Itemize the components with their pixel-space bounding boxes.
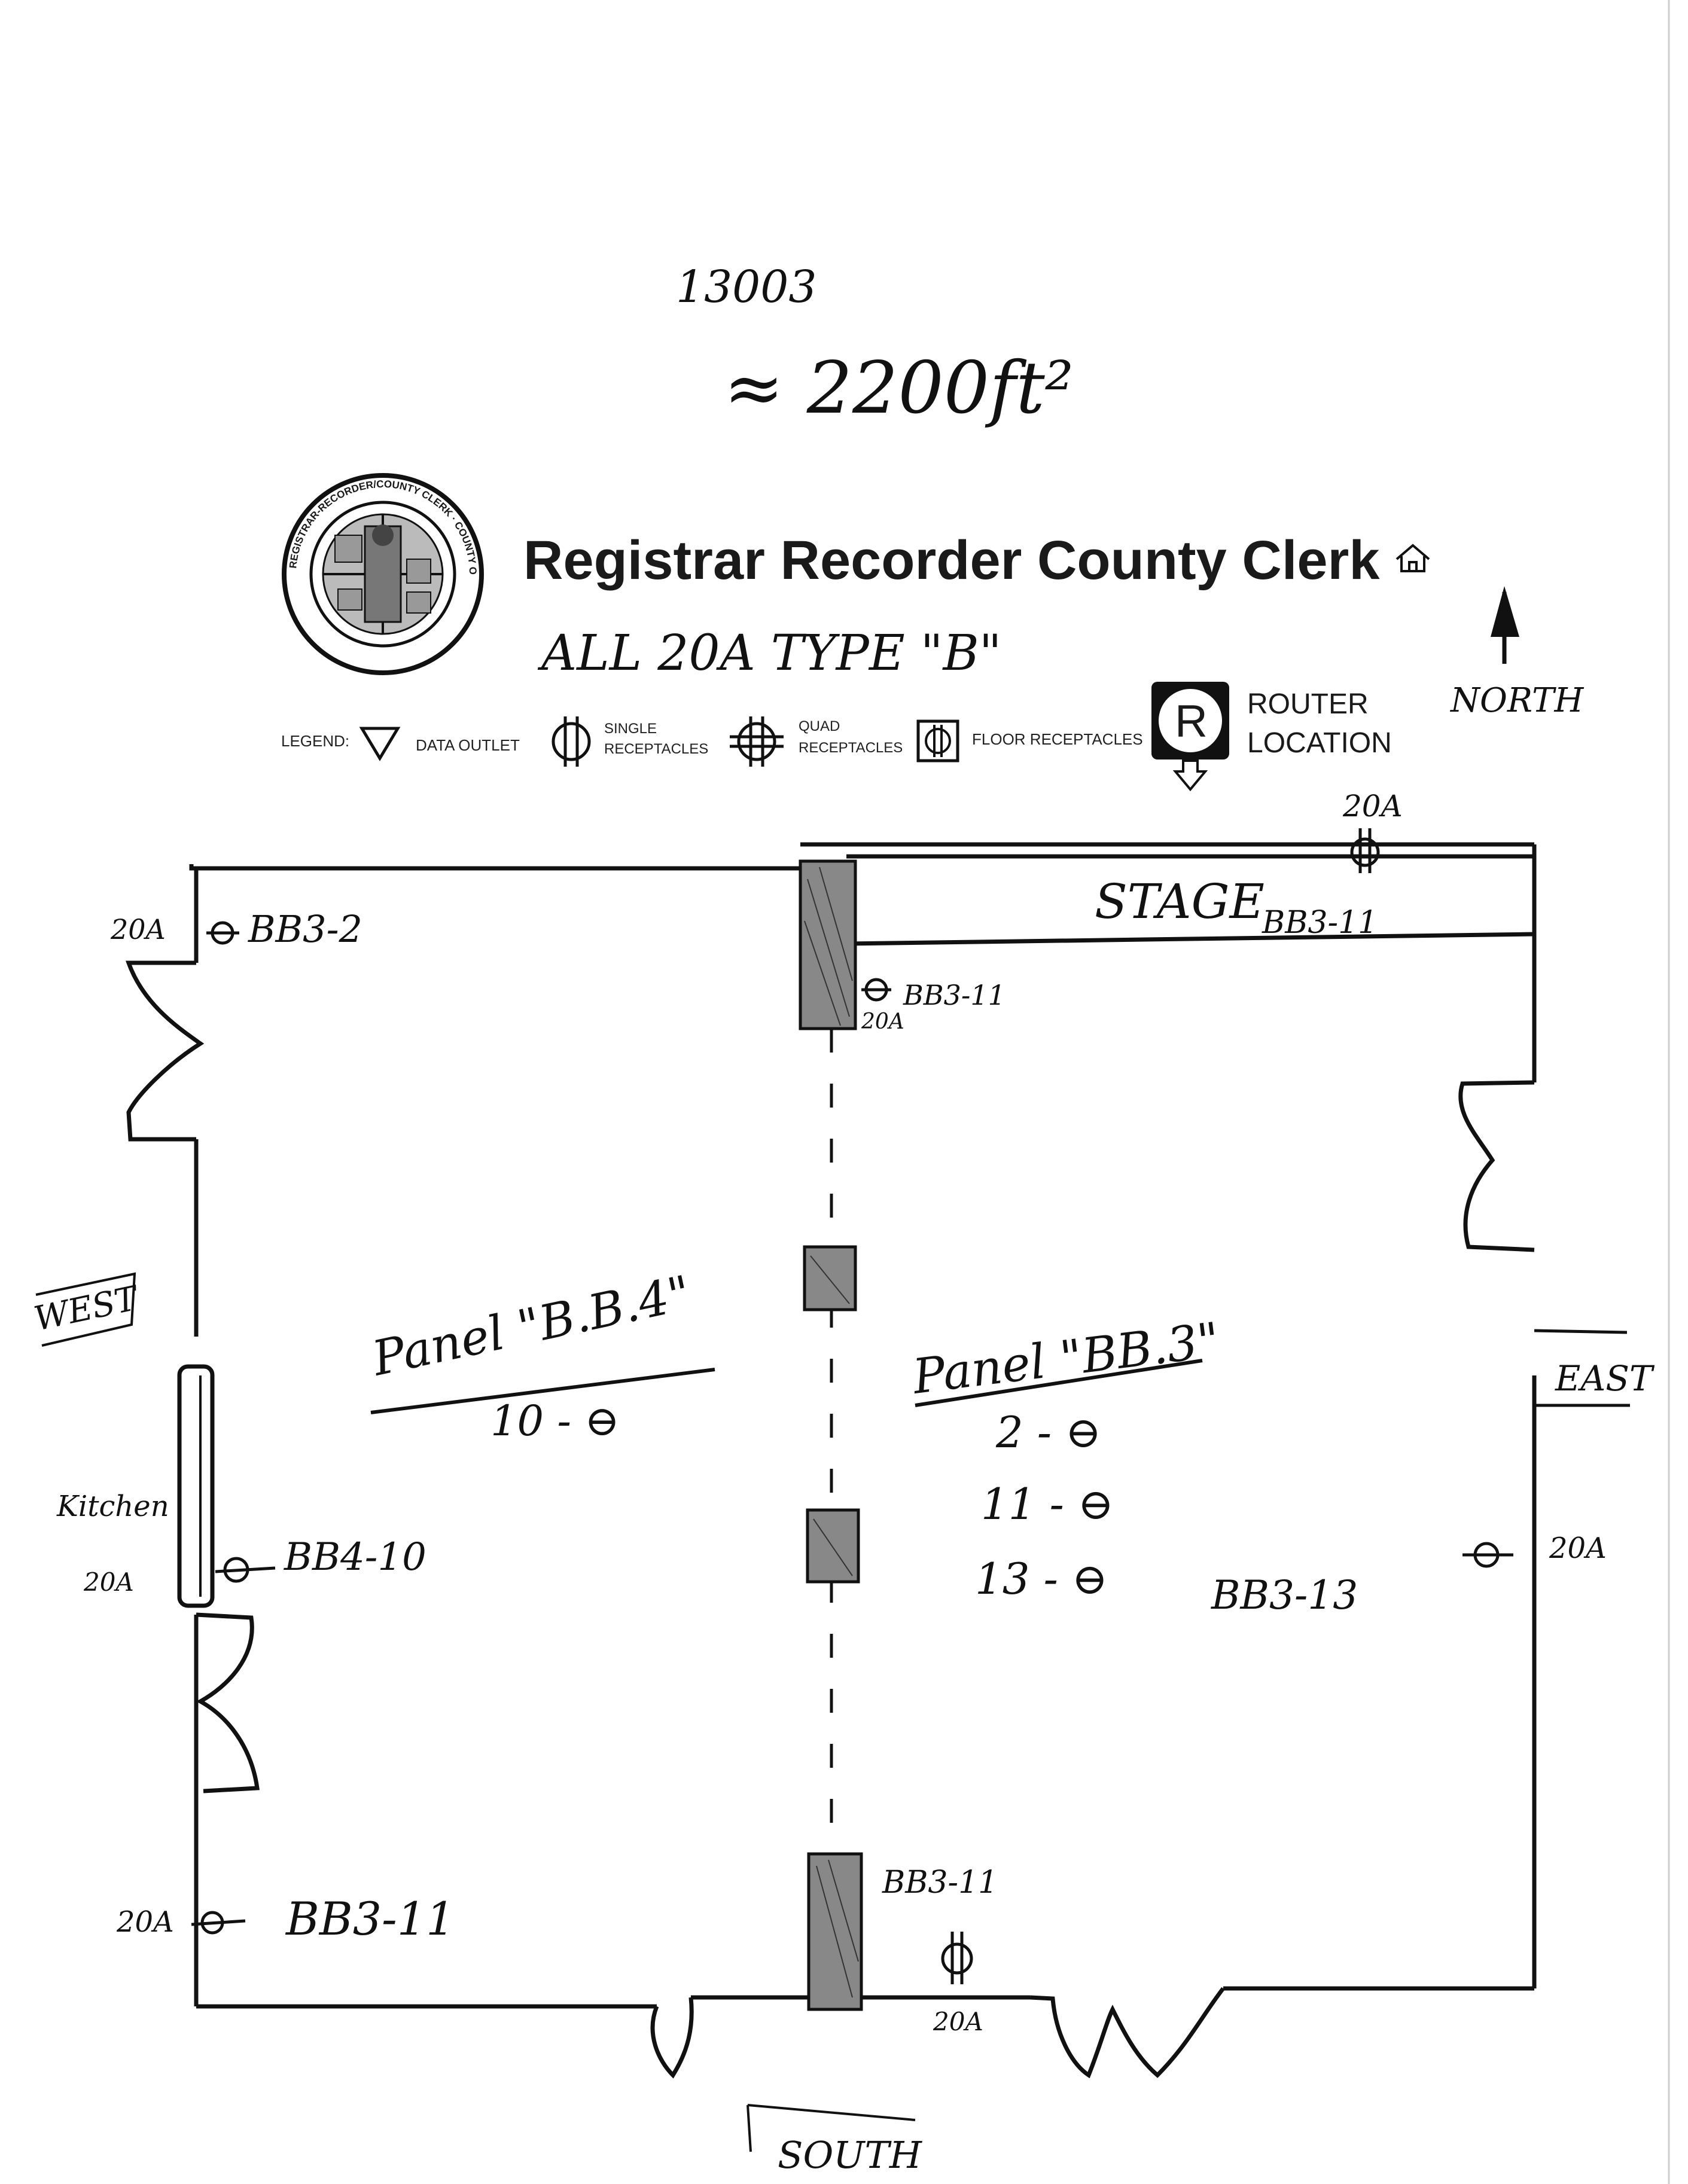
stage-label: STAGE: [1095, 874, 1265, 929]
south-single-receptacle-icon: [941, 1932, 973, 1984]
panel-left-title: Panel "B.B.4": [367, 1265, 696, 1387]
sw-amp: 20A: [116, 1905, 174, 1939]
north-arrow-icon: [1491, 586, 1519, 664]
sw-circuit: BB3-11: [285, 1892, 455, 1945]
stage-amp: 20A: [1342, 789, 1403, 823]
column-circuit: BB3-11: [903, 979, 1006, 1011]
data-outlet-icon: [359, 727, 401, 761]
stage-circuit: BB3-11: [1262, 905, 1378, 941]
column-south: [807, 1852, 863, 2011]
nw-circuit: BB3-2: [248, 907, 362, 951]
south-label-box: [747, 2104, 916, 2152]
legend-floor: FLOOR RECEPTACLES: [972, 730, 1143, 748]
kitchen-label: Kitchen: [56, 1490, 169, 1523]
panel-left-row: 10 - ⊖: [490, 1396, 620, 1445]
west-door-south: [196, 1612, 260, 1793]
floor-receptacle-icon: [916, 719, 959, 762]
column-receptacle-icon: [861, 978, 891, 1002]
job-number: 13003: [676, 261, 816, 313]
west-label-box: [35, 1272, 136, 1347]
panel-right-row-3: 13 - ⊖: [975, 1554, 1108, 1604]
column-mid-south: [806, 1508, 860, 1584]
south-label: SOUTH: [778, 2133, 923, 2177]
area-note: ≈ 2200ft²: [724, 347, 1074, 430]
panel-right-row-2: 11 - ⊖: [981, 1479, 1114, 1529]
south-door-left: [650, 1997, 694, 2079]
county-seal-logo: REGISTRAR-RECORDER/COUNTY CLERK · COUNTY…: [0, 0, 484, 675]
south-circuit: BB3-11: [882, 1865, 998, 1901]
home-icon: [1396, 544, 1430, 572]
room-walls: [189, 842, 1537, 2009]
quad-receptacle-icon: [730, 716, 784, 767]
legend-quad-line2: RECEPTACLES: [799, 740, 903, 756]
svg-text:R: R: [1175, 696, 1208, 747]
legend-router-line2: LOCATION: [1247, 727, 1392, 759]
nw-receptacle-icon: [206, 921, 239, 945]
legend-label: LEGEND:: [281, 732, 349, 750]
east-amp: 20A: [1549, 1532, 1607, 1565]
panel-right-row-1: 2 - ⊖: [995, 1407, 1101, 1457]
west-door-north: [126, 960, 205, 1142]
stage-single-receptacle-icon: [1350, 828, 1380, 873]
svg-text:REGISTRAR-RECORDER/COUNTY CLER: REGISTRAR-RECORDER/COUNTY CLERK · COUNTY…: [0, 0, 479, 575]
column-north: [799, 859, 857, 1030]
page-title: Registrar Recorder County Clerk: [523, 530, 1380, 591]
kitchen-counter: [177, 1364, 215, 1608]
kitchen-receptacle-icon: [215, 1557, 276, 1583]
west-label: WEST: [31, 1279, 142, 1339]
kitchen-circuit: BB4-10: [284, 1535, 426, 1579]
south-double-door: [1029, 1987, 1225, 2079]
nw-amp: 20A: [110, 913, 166, 945]
legend-single-line1: SINGLE: [604, 721, 657, 737]
kitchen-amp: 20A: [83, 1567, 134, 1597]
legend-quad-line1: QUAD: [799, 718, 840, 734]
panel-right-underline: [915, 1359, 1203, 1407]
east-door: [1458, 1080, 1535, 1252]
east-receptacle-icon: [1462, 1542, 1513, 1568]
south-amp: 20A: [933, 2007, 983, 2036]
east-label-overline: [1534, 1329, 1628, 1334]
single-receptacle-icon: [552, 716, 591, 767]
panel-left-underline: [370, 1368, 715, 1414]
east-circuit: BB3-13: [1211, 1572, 1358, 1618]
column-mid-north: [803, 1245, 857, 1311]
column-amp: 20A: [861, 1009, 904, 1034]
sw-receptacle-icon: [191, 1911, 246, 1935]
router-location-icon: R: [1151, 682, 1229, 792]
stage-area: [846, 854, 1535, 946]
panel-right-title: Panel "BB.3": [909, 1312, 1223, 1405]
north-label: NORTH: [1449, 681, 1584, 720]
legend-single-line2: RECEPTACLES: [604, 741, 708, 757]
legend-router-line1: ROUTER: [1247, 688, 1369, 720]
legend-data-outlet: DATA OUTLET: [416, 736, 520, 754]
east-label: EAST: [1555, 1358, 1655, 1399]
type-note: ALL 20A TYPE "B": [537, 625, 1001, 682]
